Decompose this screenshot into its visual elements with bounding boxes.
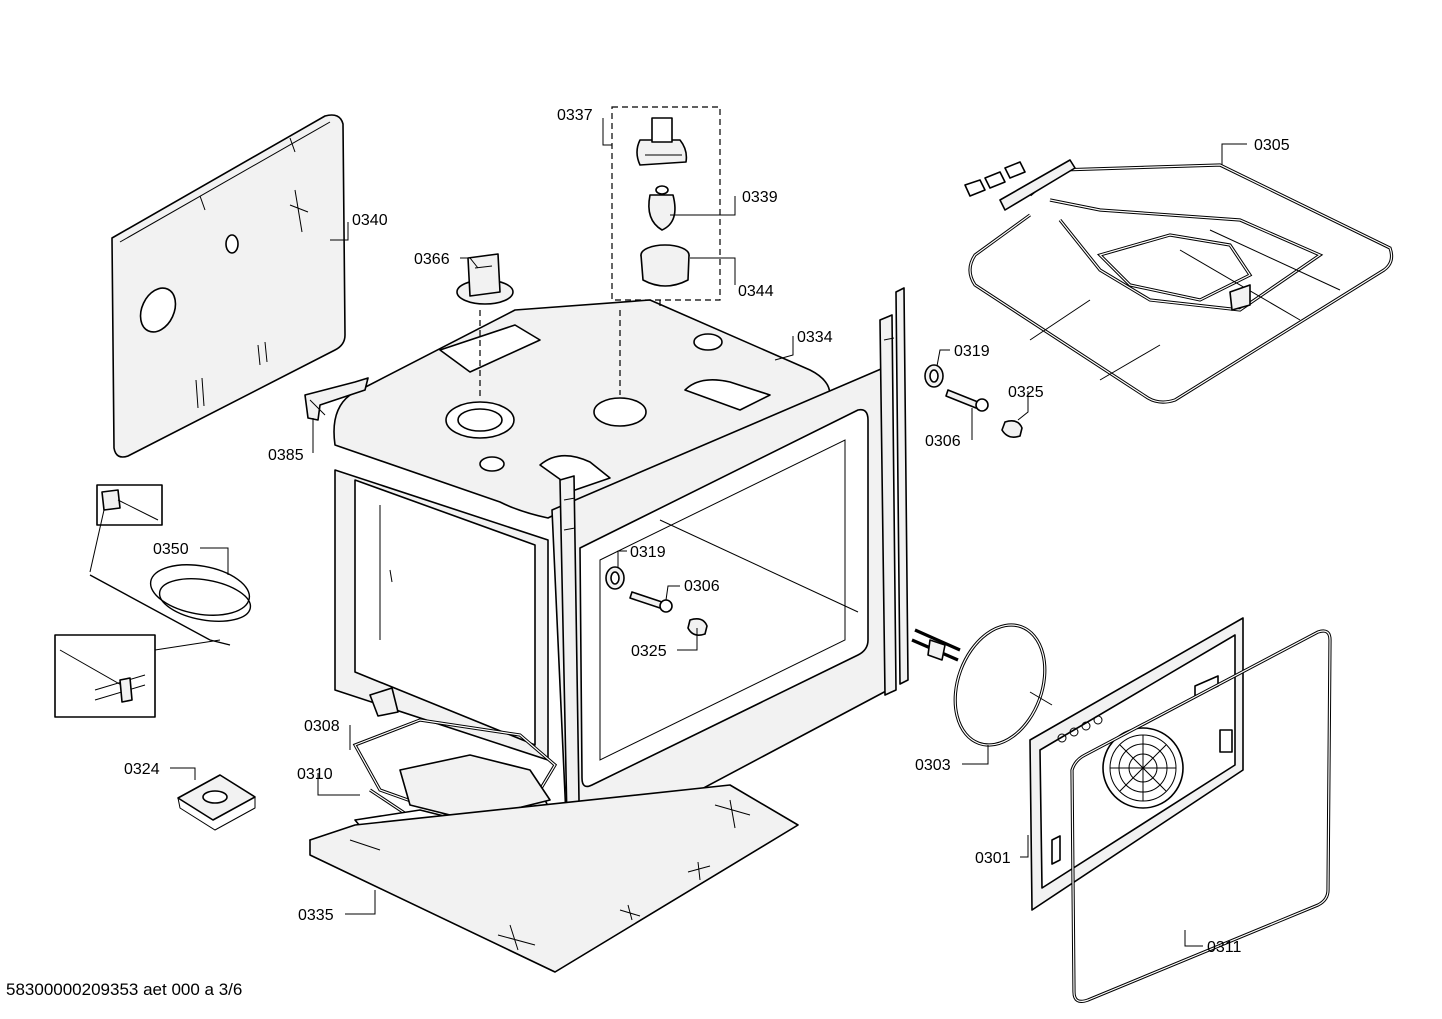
callout-0344: 0344 (738, 283, 774, 300)
callout-0303: 0303 (915, 757, 951, 774)
callout-0350: 0350 (153, 541, 189, 558)
callout-0385: 0385 (268, 447, 304, 464)
callout-labels: 0337 0339 0344 0366 0340 0334 0305 0319 … (124, 107, 1290, 956)
leader-lines (170, 118, 1247, 947)
callout-0301: 0301 (975, 850, 1011, 867)
part-0319-0306-0325-right (924, 364, 1023, 438)
part-0350-cable (54, 484, 252, 718)
part-0303-ring-heater (911, 623, 1053, 747)
callout-0324: 0324 (124, 761, 160, 778)
callout-0305: 0305 (1254, 137, 1290, 154)
callout-0366: 0366 (414, 251, 450, 268)
callout-0306-right: 0306 (925, 433, 961, 450)
callout-0319-right: 0319 (954, 343, 990, 360)
callout-0335: 0335 (298, 907, 334, 924)
callout-0337: 0337 (557, 107, 593, 124)
part-0319-0306-0325-middle (605, 566, 708, 636)
part-0324-pad (177, 774, 256, 831)
callout-0319-mid: 0319 (630, 544, 666, 561)
part-0334-oven-cavity (309, 287, 909, 901)
part-0340-rear-panel (111, 114, 346, 458)
callout-0339: 0339 (742, 189, 778, 206)
callout-0325-right: 0325 (1008, 384, 1044, 401)
part-0335-base-insulation (309, 784, 799, 973)
callout-0334: 0334 (797, 329, 833, 346)
callout-0310: 0310 (297, 766, 333, 783)
drawing-id-footer: 58300000209353 aet 000 a 3/6 (6, 980, 243, 999)
part-0301-fan-cover (1029, 617, 1244, 911)
callout-0311: 0311 (1207, 939, 1242, 956)
part-0311-door-seal (1070, 629, 1332, 1003)
callout-0340: 0340 (352, 212, 388, 229)
part-0366-sensor (456, 253, 514, 305)
part-0305-grill-heater (964, 159, 1394, 404)
callout-0308: 0308 (304, 718, 340, 735)
callout-0325-mid: 0325 (631, 643, 667, 660)
part-0337-lamp-assembly (479, 106, 721, 400)
part-0385-bracket (304, 377, 369, 421)
callout-0306-mid: 0306 (684, 578, 720, 595)
